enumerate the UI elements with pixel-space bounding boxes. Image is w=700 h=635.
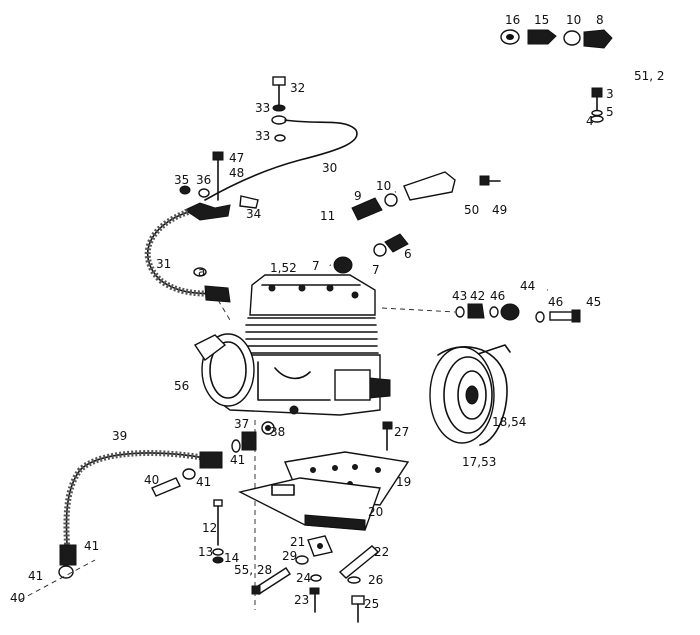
label-49: 49 bbox=[492, 203, 507, 217]
label-1-52: 1,52 bbox=[270, 261, 297, 275]
bolts-23-25 bbox=[309, 587, 365, 623]
label-a: a bbox=[198, 265, 205, 279]
bolt-55-28 bbox=[251, 567, 291, 595]
label-10-mid: 10 bbox=[376, 179, 391, 193]
label-5: 5 bbox=[606, 105, 614, 119]
label-16: 16 bbox=[505, 13, 520, 27]
label-55-28: 55, 28 bbox=[234, 563, 272, 577]
label-6: 6 bbox=[404, 247, 412, 261]
label-37: 37 bbox=[234, 417, 249, 431]
mounting-plates bbox=[237, 451, 410, 531]
label-38: 38 bbox=[270, 425, 285, 439]
label-22: 22 bbox=[374, 545, 389, 559]
pulley-assembly bbox=[429, 344, 511, 446]
label-3: 3 bbox=[606, 87, 614, 101]
label-41-a: 41 bbox=[230, 453, 245, 467]
bracket-30-assembly bbox=[204, 76, 358, 201]
label-39: 39 bbox=[112, 429, 127, 443]
label-12: 12 bbox=[202, 521, 217, 535]
hose-31 bbox=[144, 209, 231, 303]
label-19: 19 bbox=[396, 475, 411, 489]
label-20: 20 bbox=[368, 505, 383, 519]
label-44: 44 bbox=[520, 279, 535, 293]
label-15: 15 bbox=[534, 13, 549, 27]
fitting-6 bbox=[373, 233, 409, 257]
label-7-a: 7 bbox=[312, 259, 320, 273]
label-40-a: 40 bbox=[144, 473, 159, 487]
bolt-12 bbox=[212, 499, 224, 564]
axis-line-right bbox=[381, 307, 456, 313]
label-41-d: 41 bbox=[28, 569, 43, 583]
label-7-b: 7 bbox=[372, 263, 380, 277]
hose-39 bbox=[19, 450, 223, 601]
label-18-54: 18,54 bbox=[492, 415, 526, 429]
clamp-parts bbox=[295, 535, 380, 584]
label-25: 25 bbox=[364, 597, 379, 611]
label-43: 43 bbox=[452, 289, 467, 303]
pipe-11-9-assembly bbox=[320, 171, 501, 274]
label-24: 24 bbox=[296, 571, 311, 585]
label-8: 8 bbox=[596, 13, 604, 27]
label-13: 13 bbox=[198, 545, 213, 559]
label-30: 30 bbox=[322, 161, 337, 175]
union-nut-15 bbox=[527, 29, 557, 45]
label-32: 32 bbox=[290, 81, 305, 95]
bolt-27 bbox=[382, 421, 393, 451]
label-23: 23 bbox=[294, 593, 309, 607]
label-51-2: 51, 2 bbox=[634, 69, 665, 83]
label-42: 42 bbox=[470, 289, 485, 303]
fastener-3-5-4 bbox=[590, 87, 604, 123]
pipe-nut-8 bbox=[583, 29, 613, 49]
label-34: 34 bbox=[246, 207, 261, 221]
label-10-top: 10 bbox=[566, 13, 581, 27]
compressor-body bbox=[193, 274, 391, 416]
label-26: 26 bbox=[368, 573, 383, 587]
label-35: 35 bbox=[174, 173, 189, 187]
label-33-a: 33 bbox=[255, 101, 270, 115]
label-46-a: 46 bbox=[490, 289, 505, 303]
label-36: 36 bbox=[196, 173, 211, 187]
label-17-53: 17,53 bbox=[462, 455, 496, 469]
label-31: 31 bbox=[156, 257, 171, 271]
label-4: 4 bbox=[586, 114, 594, 128]
label-29: 29 bbox=[282, 549, 297, 563]
fittings-37-38-41 bbox=[231, 421, 275, 453]
part-labels: 16 15 10 8 51, 2 3 5 4 32 33 33 30 47 48… bbox=[10, 13, 665, 611]
label-41-c: 41 bbox=[84, 539, 99, 553]
axis-line-hose bbox=[217, 299, 231, 321]
label-33-b: 33 bbox=[255, 129, 270, 143]
top-pipe-assembly bbox=[394, 29, 687, 194]
label-41-b: 41 bbox=[196, 475, 211, 489]
label-11: 11 bbox=[320, 209, 335, 223]
label-14: 14 bbox=[224, 551, 239, 565]
label-46-b: 46 bbox=[548, 295, 563, 309]
label-27: 27 bbox=[394, 425, 409, 439]
seal-ring-10 bbox=[563, 30, 581, 46]
bolt-47-48-group bbox=[179, 151, 259, 221]
label-9: 9 bbox=[354, 189, 362, 203]
label-50: 50 bbox=[464, 203, 479, 217]
label-21: 21 bbox=[290, 535, 305, 549]
label-40-b: 40 bbox=[10, 591, 25, 605]
label-56: 56 bbox=[174, 379, 189, 393]
label-48: 48 bbox=[229, 166, 244, 180]
pipe-44-assembly bbox=[455, 273, 581, 323]
cooling-fins bbox=[245, 317, 379, 354]
label-47: 47 bbox=[229, 151, 244, 165]
bolt-40 bbox=[151, 468, 196, 497]
label-45: 45 bbox=[586, 295, 601, 309]
